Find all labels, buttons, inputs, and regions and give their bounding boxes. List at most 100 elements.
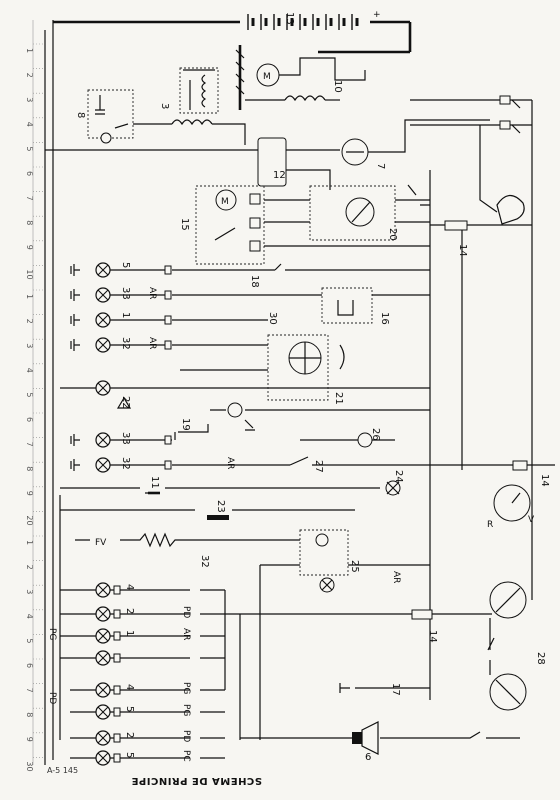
indicator-lamp xyxy=(95,312,111,328)
battery-13: 13 + xyxy=(53,10,412,54)
row-number: 8 xyxy=(25,220,34,225)
light-lamp xyxy=(95,682,111,698)
starter-10: M 10 xyxy=(235,45,366,110)
relay-18: 18 xyxy=(230,263,430,288)
code-ar: AR xyxy=(225,457,235,469)
label-component-30: 30 xyxy=(267,312,278,325)
row-number: 20 xyxy=(25,515,34,525)
code-pg-vertical: PG xyxy=(47,628,57,640)
diagram-title: SCHEMA DE PRINCIPE xyxy=(131,775,262,786)
label-alternator-7: 7 xyxy=(375,163,386,169)
label-lamp-number: 5 xyxy=(124,706,135,712)
fuse-14-lower: 14 xyxy=(225,609,492,643)
row-number: 6 xyxy=(25,417,34,422)
indicator-lamp xyxy=(95,337,111,353)
ignition-switch xyxy=(410,95,532,225)
code-wire: PD xyxy=(181,606,191,618)
light-lamp xyxy=(95,730,111,746)
relay-17: 17 xyxy=(339,683,430,696)
sender-25: 25 AR xyxy=(260,529,430,593)
row-number: 1 xyxy=(25,540,34,545)
ignition-coil-3: 3 xyxy=(159,67,219,114)
light-lamp xyxy=(95,582,111,598)
label-fuse-14b: 14 xyxy=(539,474,550,487)
row-number: 3 xyxy=(25,589,34,594)
row-number: 9 xyxy=(25,245,34,250)
label-relay-18: 18 xyxy=(249,275,260,288)
row-number: 4 xyxy=(25,368,34,373)
code-ar: AR xyxy=(147,287,157,299)
row-number: 2 xyxy=(25,319,34,324)
row-number: 5 xyxy=(25,638,34,643)
label-lamp-number: 1 xyxy=(124,630,135,636)
light-lamp xyxy=(95,628,111,644)
switch-27: 27 xyxy=(289,456,340,473)
code-ar-25: AR xyxy=(391,571,401,583)
row-number: 10 xyxy=(25,269,34,279)
label-lamp-24: 24 xyxy=(393,470,404,483)
label-lamp-number: 33 xyxy=(120,287,131,300)
drawing-reference: A-5 145 xyxy=(47,766,78,775)
label-relay-28: 28 xyxy=(535,652,546,665)
horn-6: 6 xyxy=(240,721,520,763)
row-number: 3 xyxy=(25,97,34,102)
heater-26: 26 xyxy=(300,428,395,448)
label-lamp-number: 1 xyxy=(120,312,131,318)
label-lamp-number: 2 xyxy=(124,608,135,614)
label-lamp-number: 4 xyxy=(124,684,135,690)
label-wiper-switch-20: 20 xyxy=(387,228,398,241)
row-number: 4 xyxy=(25,122,34,127)
indicator-lamp xyxy=(95,287,111,303)
label-lamp-number: 32 xyxy=(120,457,131,470)
label-wiper-15: 15 xyxy=(179,218,190,231)
indicator-switch-21: 21 xyxy=(180,319,345,405)
label-starter-10: 10 xyxy=(332,80,343,93)
label-switch-23: 23 xyxy=(215,500,226,513)
gauge-label-v: V xyxy=(528,515,535,525)
row-number: 9 xyxy=(25,737,34,742)
label-lamp-22: 22 xyxy=(120,396,131,409)
flasher-unit-16: 16 xyxy=(180,287,430,325)
indicator-lamp xyxy=(95,262,111,278)
row-number: 2 xyxy=(25,565,34,570)
svg-text:M: M xyxy=(263,72,271,82)
warning-triangle-icon xyxy=(116,396,132,409)
label-relay-17: 17 xyxy=(390,683,401,696)
wiper-motor-15: M 15 xyxy=(179,185,265,265)
battery-plus: + xyxy=(373,10,381,20)
code-wire: PG xyxy=(181,682,191,694)
horn-switch-23: 23 xyxy=(60,500,355,520)
code-fv: FV xyxy=(95,538,107,548)
label-distributor-8: 8 xyxy=(75,112,86,118)
row-number: 8 xyxy=(25,712,34,717)
row-number: 8 xyxy=(25,466,34,471)
warning-lamp-22 xyxy=(95,380,111,396)
fuse-14-upper: 14 xyxy=(430,220,532,257)
label-fuse-14c: 14 xyxy=(427,630,438,643)
code-wire: PG xyxy=(181,704,191,716)
label-horn-6: 6 xyxy=(365,752,371,763)
label-lamp-number: 2 xyxy=(124,732,135,738)
row-number: 6 xyxy=(25,663,34,668)
row-number: 30 xyxy=(25,761,34,771)
light-lamp xyxy=(95,704,111,720)
main-bus-bars xyxy=(44,20,533,765)
label-lamp-number: 33 xyxy=(120,432,131,445)
label-gauge-31: 32 xyxy=(199,555,210,568)
fuel-gauge-31: FV 32 xyxy=(75,532,300,568)
row-number: 7 xyxy=(25,442,34,447)
code-wire: PD xyxy=(181,730,191,742)
light-lamp xyxy=(95,650,111,666)
flasher-lamps-28: 28 xyxy=(487,581,546,711)
label-coil-3: 3 xyxy=(159,103,170,109)
label-battery-13: 13 xyxy=(284,12,295,25)
label-lamp-number: 4 xyxy=(124,584,135,590)
light-lamp xyxy=(95,606,111,622)
switch-11: 11 xyxy=(60,476,200,495)
row-number: 5 xyxy=(25,146,34,151)
indicator-lamp xyxy=(95,457,111,473)
